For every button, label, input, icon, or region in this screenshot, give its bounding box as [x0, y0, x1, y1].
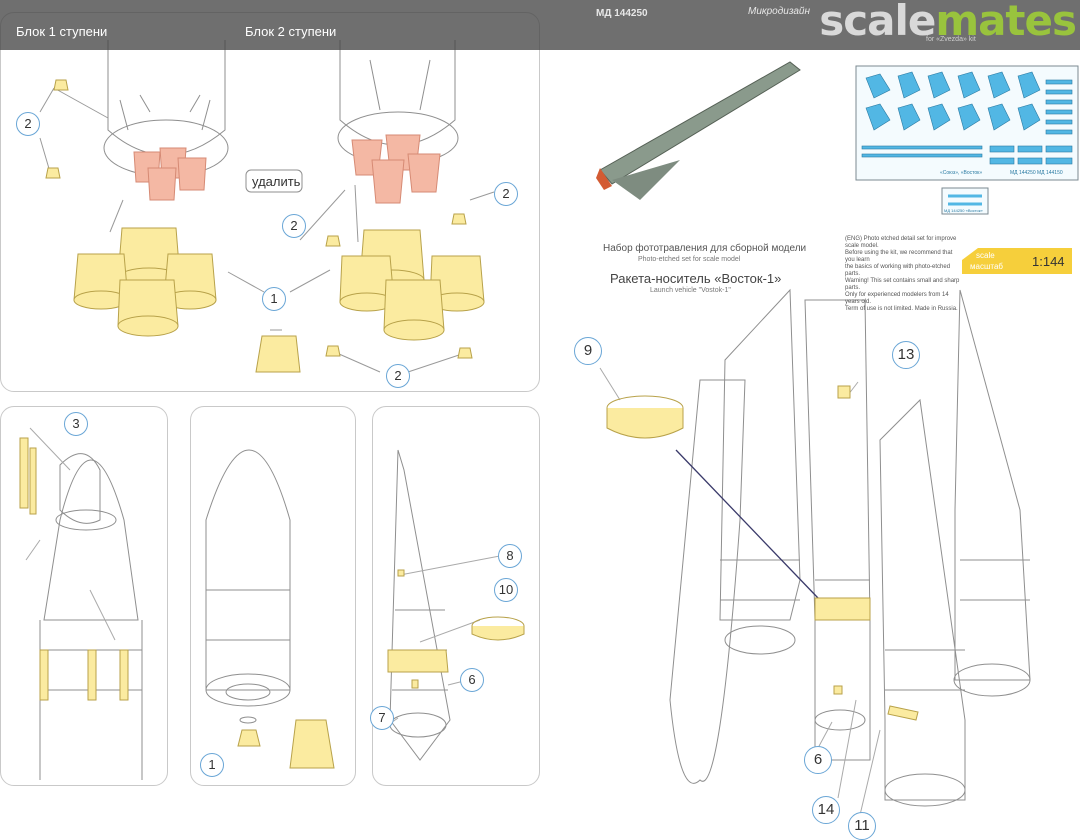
description-line: Before using the kit, we recommend that … [845, 250, 953, 263]
stage2-body [339, 40, 456, 146]
booster-right [954, 289, 1031, 681]
description-line: Only for experienced modelers from 14 ye… [845, 292, 949, 305]
description-line: (ENG) Photo etched detail set for improv… [845, 236, 957, 249]
title-en-small: Photo-etched set for scale model [638, 256, 741, 263]
scale-label: scale [976, 251, 995, 260]
description-line: Term of use is not limited. Made in Russ… [845, 306, 958, 312]
title-en-big: Launch vehicle "Vostok-1" [650, 287, 731, 294]
sheet-caption-right: МД 144250 МД 144150 [1010, 170, 1063, 176]
brand-name: Микродизайн [748, 6, 810, 17]
callout-10: 10 [494, 578, 518, 602]
scalemates-watermark: scalemates [819, 0, 1077, 50]
callout-1: 1 [262, 287, 286, 311]
booster-left [669, 379, 746, 784]
description-block: (ENG) Photo etched detail set for improv… [845, 236, 960, 313]
rocket-c-hull [389, 449, 451, 761]
compat-note: for «Zvezda» kit [926, 36, 976, 43]
top-banner [0, 0, 1080, 50]
callout-2: 2 [16, 112, 40, 136]
rocket-panel-b [190, 406, 356, 786]
description-line: the basics of working with photo-etched … [845, 264, 951, 277]
remove-label: удалить [252, 174, 301, 189]
callout-2: 2 [386, 364, 410, 388]
pe-sheet [855, 65, 1079, 215]
callout-9: 9 [574, 337, 602, 365]
scale-value: 1:144 [1032, 254, 1065, 269]
stage2-label: Блок 2 ступени [245, 24, 337, 39]
scale-badge [962, 248, 1072, 274]
callout-6: 6 [804, 746, 832, 774]
title-ru-big: Ракета-носитель «Восток-1» [610, 271, 782, 286]
model-photo [596, 61, 801, 200]
callout-2: 2 [282, 214, 306, 238]
callout-6: 6 [460, 668, 484, 692]
catalog-code: МД 144250 [596, 8, 648, 19]
stage1-label: Блок 1 ступени [16, 24, 108, 39]
rocket-b-hull [205, 449, 291, 691]
watermark-part-a: scale [819, 0, 936, 45]
callout-2: 2 [494, 182, 518, 206]
callout-13: 13 [892, 341, 920, 369]
sheet-caption-left: «Союз», «Восток» [940, 170, 983, 176]
callout-11: 11 [848, 812, 876, 840]
title-ru-small: Набор фототравления для сборной модели [603, 243, 807, 254]
callout-3: 3 [64, 412, 88, 436]
stage1-body [107, 40, 226, 156]
booster-lower [879, 398, 966, 801]
scale-label-ru: масштаб [970, 262, 1003, 271]
callout-8: 8 [498, 544, 522, 568]
small-sheet-caption: МД 144250 «Восток» [944, 208, 983, 213]
description-line: Warning! This set contains small and sha… [845, 278, 960, 291]
rocket-a-hull [43, 459, 139, 621]
callout-1: 1 [200, 753, 224, 777]
stage-panel [0, 12, 540, 392]
booster-center-left [719, 288, 801, 621]
callout-7: 7 [370, 706, 394, 730]
callout-14: 14 [812, 796, 840, 824]
watermark-part-b: mates [935, 0, 1077, 45]
